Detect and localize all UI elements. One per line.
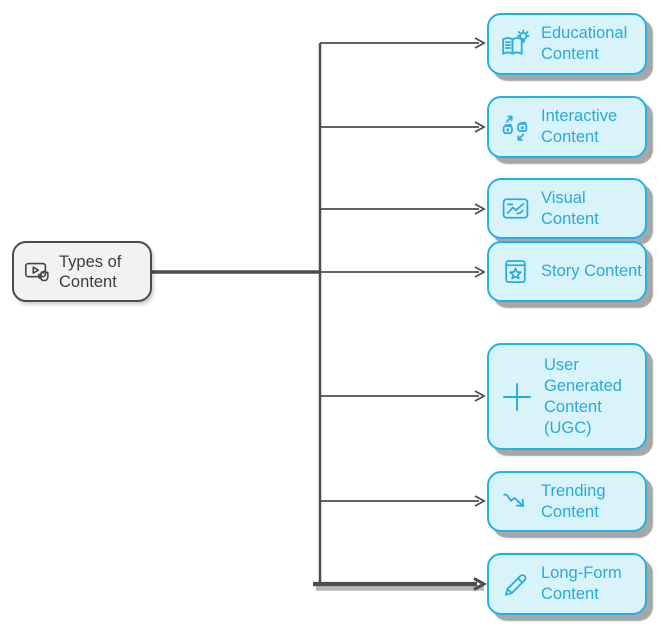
arrowhead-trending bbox=[474, 495, 486, 507]
node-label: User Generated Content (UGC) bbox=[544, 355, 622, 437]
trending-arrow-icon bbox=[503, 493, 525, 507]
node-label: Trending Content bbox=[541, 481, 606, 521]
book-lightbulb-icon bbox=[502, 28, 530, 55]
arrowhead-interactive bbox=[474, 121, 486, 133]
arrowhead-story bbox=[474, 266, 486, 278]
node-interactive-content: Interactive Content bbox=[487, 96, 647, 158]
node-label: Interactive Content bbox=[541, 107, 618, 146]
node-label: Visual Content bbox=[541, 188, 599, 228]
arrowhead-educational bbox=[474, 37, 486, 49]
node-story-book-star: Story Content bbox=[487, 241, 647, 302]
arrowhead-longform bbox=[473, 577, 488, 591]
swap-hands-icon bbox=[502, 115, 528, 141]
node-long-form-content: Long-Form Content bbox=[487, 553, 647, 615]
video-tap-icon bbox=[25, 262, 49, 281]
node-educational-content: Educational Content bbox=[487, 13, 647, 75]
arrowhead-ugc bbox=[474, 390, 486, 402]
plus-icon bbox=[503, 382, 531, 411]
image-chart-icon bbox=[502, 198, 529, 219]
pen-icon bbox=[504, 573, 527, 596]
node-trending-content: Trending Content bbox=[487, 471, 647, 532]
node-visual-content: Visual Content bbox=[487, 178, 647, 239]
node-user-generated-content: User Generated Content (UGC) bbox=[487, 343, 647, 450]
node-types-of-content: Types of Content bbox=[12, 241, 152, 302]
node-label: Educational Content bbox=[541, 24, 628, 63]
arrowhead-visual bbox=[474, 203, 486, 215]
node-label: Story Content bbox=[541, 262, 642, 280]
node-label: Types of Content bbox=[59, 252, 122, 291]
node-label: Long-Form Content bbox=[541, 564, 622, 603]
story-book-star-icon bbox=[505, 260, 526, 284]
